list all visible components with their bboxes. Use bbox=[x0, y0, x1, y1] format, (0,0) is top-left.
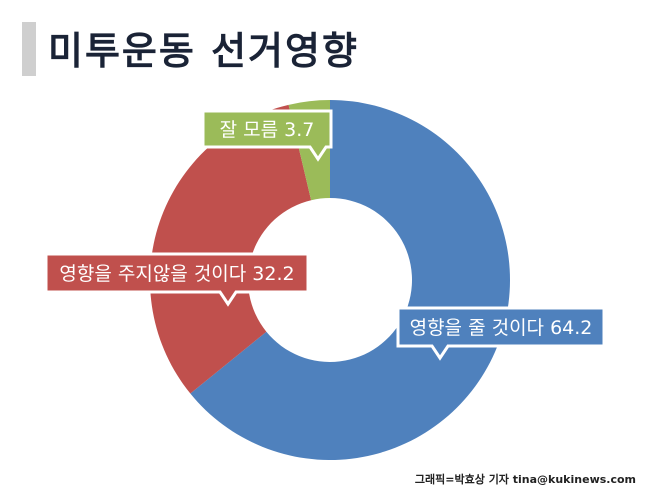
donut-slice-2 bbox=[150, 104, 312, 394]
slice-label-box bbox=[44, 252, 310, 307]
slice-label-box bbox=[201, 109, 333, 162]
donut-slice-1 bbox=[190, 100, 510, 460]
credit-line: 그래픽=박효상 기자 tina@kukinews.com bbox=[414, 473, 636, 486]
slice-label-box bbox=[396, 306, 606, 361]
slice-label-text: 영향을 주지않을 것이다 32.2 bbox=[59, 263, 294, 285]
title-area: 미투운동 선거영향 bbox=[0, 0, 650, 90]
slice-label-text: 영향을 줄 것이다 64.2 bbox=[410, 317, 593, 339]
chart-title: 미투운동 선거영향 bbox=[48, 29, 359, 73]
slice-label-text: 잘 모름 3.7 bbox=[220, 119, 315, 141]
title-accent-bar bbox=[22, 22, 36, 76]
slice-label-2: 영향을 주지않을 것이다 32.2 bbox=[44, 252, 310, 307]
slice-label-1: 영향을 줄 것이다 64.2 bbox=[396, 306, 606, 361]
slice-label-3: 잘 모름 3.7 bbox=[201, 109, 333, 162]
